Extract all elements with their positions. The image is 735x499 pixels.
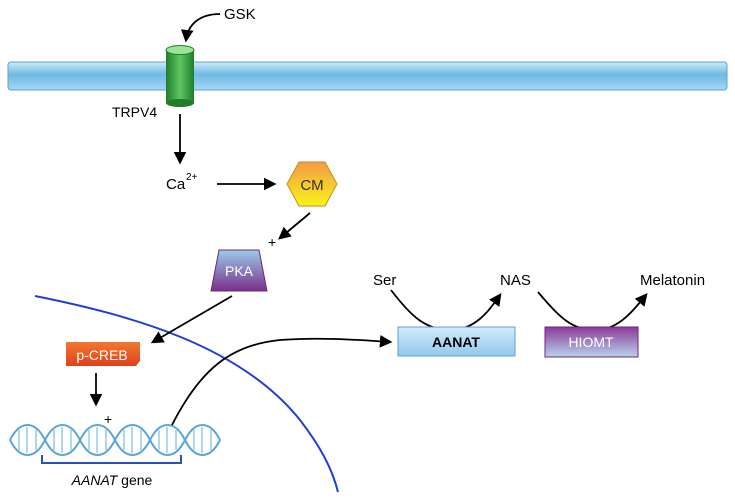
aanat-enzyme-node: AANAT — [397, 326, 516, 357]
ser-to-nas-reaction-arrow — [390, 289, 502, 331]
pka-label: PKA — [225, 263, 254, 279]
gsk-label: GSK — [224, 6, 256, 23]
cm-to-pka-plus: + — [268, 234, 276, 250]
pka-node: PKA — [210, 249, 268, 292]
trpv4-channel — [165, 45, 195, 107]
nas-label: NAS — [500, 272, 531, 289]
melatonin-label: Melatonin — [640, 272, 705, 289]
nuclear-envelope — [34, 295, 339, 493]
pcreb-node: p-CREB — [66, 342, 140, 366]
gene-to-aanat-arrow — [171, 335, 393, 426]
cm-to-pka-arrow — [278, 212, 311, 240]
cm-label: CM — [300, 177, 323, 194]
pcreb-label: p-CREB — [76, 347, 127, 363]
aanat-gene-suffix: gene — [117, 472, 152, 488]
gsk-arrow — [181, 13, 221, 43]
gene-bracket — [41, 455, 182, 464]
calcium-text: Ca — [166, 176, 186, 193]
cm-node: CM — [286, 161, 338, 207]
hiomt-enzyme-label: HIOMT — [568, 334, 614, 350]
pka-to-pcreb-arrow — [150, 295, 233, 344]
ser-label: Ser — [373, 272, 396, 289]
aanat-enzyme-label: AANAT — [432, 334, 480, 350]
calcium-superscript: 2+ — [186, 172, 198, 183]
aanat-gene-label: AANAT gene — [71, 472, 153, 488]
dna-helix — [9, 424, 221, 456]
trpv4-label: TRPV4 — [112, 104, 157, 120]
nas-to-melatonin-reaction-arrow — [537, 291, 648, 331]
calcium-label: Ca 2+ — [166, 172, 198, 193]
hiomt-enzyme-node: HIOMT — [544, 326, 639, 358]
plasma-membrane — [7, 61, 728, 91]
aanat-gene-name: AANAT — [71, 472, 119, 488]
pcreb-to-gene-plus: + — [104, 411, 112, 427]
